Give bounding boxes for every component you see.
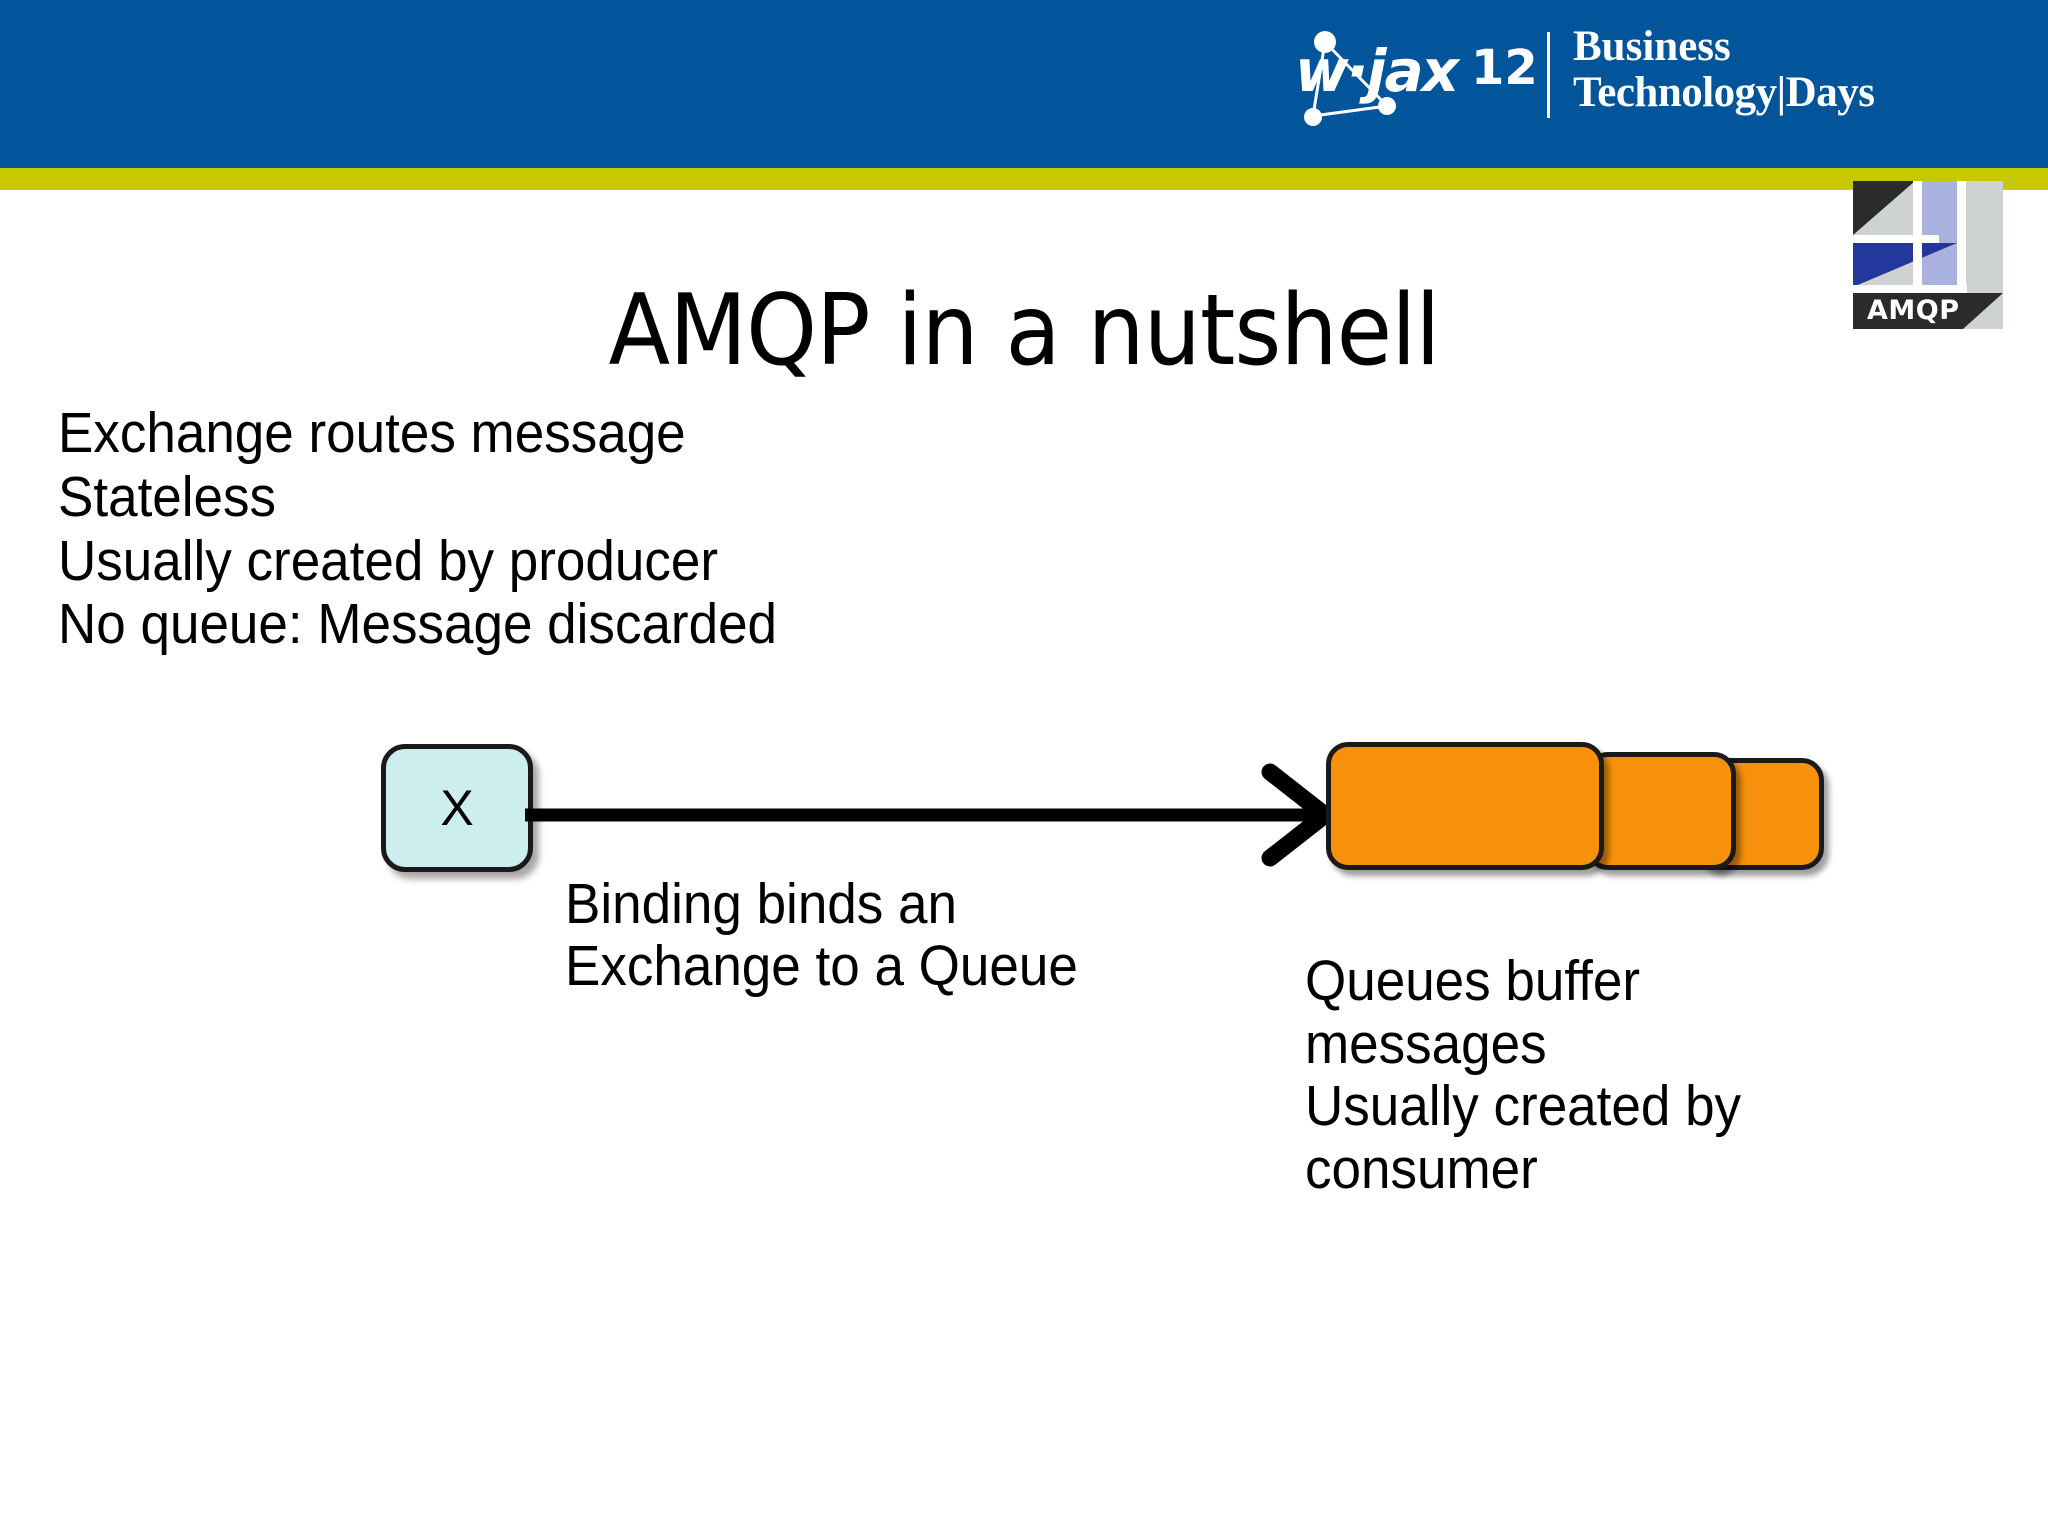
wjax-wordmark-group: w·jax 12	[1295, 20, 1538, 130]
binding-caption-line: Binding binds an	[565, 872, 957, 936]
exchange-note-line: Exchange routes message	[58, 401, 686, 465]
amqp-logo-dark-blue-triangle	[1853, 243, 1957, 287]
amqp-logo-gap-vertical-1	[1913, 181, 1922, 287]
exchange-node: X	[381, 744, 533, 872]
page-title: AMQP in a nutshell	[608, 274, 1441, 388]
queue-note-line: Queues buffer	[1305, 949, 1640, 1013]
brand-tagline-line2: Technology|Days	[1573, 69, 1875, 117]
amqp-logo-gap-vertical-2	[1957, 181, 1966, 293]
exchange-note-line: No queue: Message discarded	[58, 592, 778, 657]
amqp-logo-gap-horizontal-1	[1853, 235, 1939, 243]
exchange-note-line: Usually created by producer	[58, 528, 719, 593]
wjax-year-text: 12	[1471, 40, 1538, 96]
brand-divider	[1547, 32, 1550, 118]
amqp-logo-band-notch	[1963, 293, 2003, 329]
queue-note-line: consumer	[1305, 1137, 1538, 1202]
amqp-logo-label: AMQP	[1867, 295, 1960, 326]
exchange-notes-block: Exchange routes message Stateless Usuall…	[58, 401, 1081, 657]
brand-tagline-line1: Business	[1573, 23, 1731, 70]
queue-notes-block: Queues buffer messages Usually created b…	[1305, 950, 1882, 1201]
wjax-wordmark-text: w·jax	[1295, 37, 1459, 105]
amqp-logo: AMQP	[1853, 181, 2003, 329]
queue-node-1	[1326, 742, 1604, 870]
brand-tagline: Business Technology|Days	[1573, 23, 1875, 117]
header-band	[0, 0, 2048, 168]
queue-node-group	[1326, 742, 1826, 882]
header-accent-stripe	[0, 168, 2048, 190]
queue-note-line: messages	[1305, 1011, 1547, 1076]
queue-node-2	[1586, 752, 1736, 870]
amqp-logo-black-triangle	[1853, 181, 1915, 235]
binding-caption-line: Exchange to a Queue	[565, 933, 1078, 998]
binding-caption-block: Binding binds an Exchange to a Queue	[565, 872, 1235, 998]
exchange-note-line: Stateless	[58, 464, 277, 529]
exchange-node-label: X	[440, 780, 474, 836]
wjax-brand-logo: w·jax 12 Business Technology|Days	[1295, 20, 1935, 130]
queue-note-line: Usually created by	[1305, 1074, 1742, 1139]
amqp-logo-gap-horizontal-2	[1853, 285, 1967, 293]
binding-arrow-icon	[525, 763, 1339, 867]
